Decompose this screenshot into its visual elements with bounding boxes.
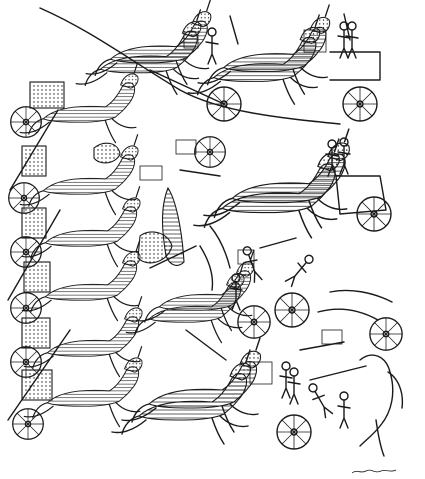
chariot-center-right [139,128,392,239]
artist-signature-mark [351,469,397,474]
flying-arrows [149,13,351,361]
fallen-horse-center [137,186,231,291]
chariot-top-right [187,4,381,122]
chariot-column-left [7,62,143,440]
terrain-line [39,7,341,125]
chariot-middle-lower [125,250,271,344]
chariot-top-left [75,0,242,122]
fallen-figures-right [237,244,403,351]
rearing-horse-bottom-right [305,354,404,457]
chariot-bottom-center [111,337,312,450]
